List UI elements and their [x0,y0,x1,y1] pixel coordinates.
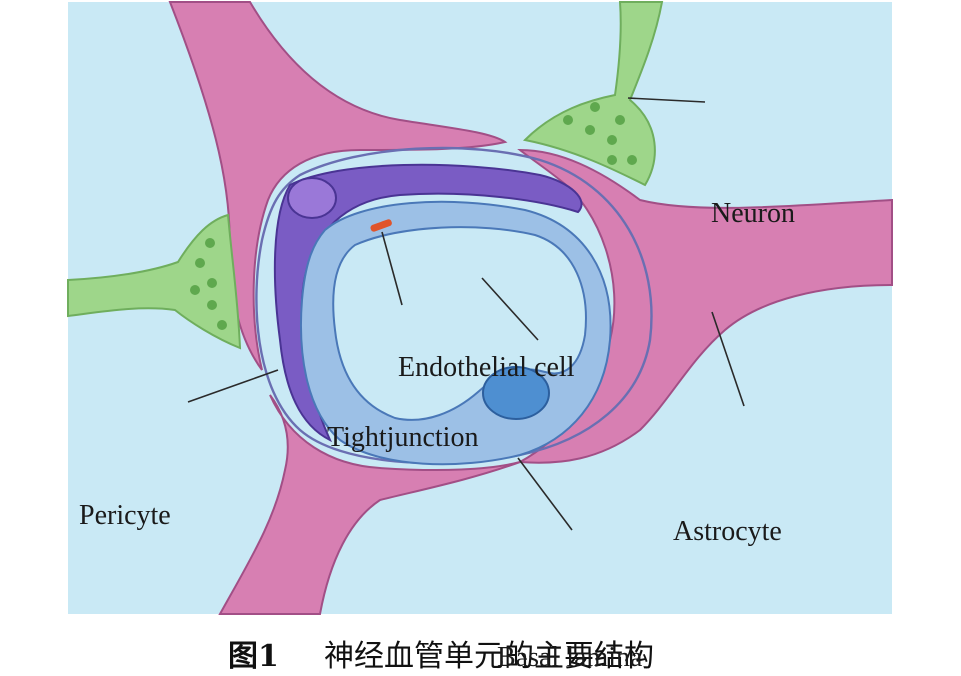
leader-lines [187,97,745,531]
label-astrocyte: Astrocyte [673,516,782,547]
label-basal-lamina: Basal lamina [497,642,643,673]
caption-title: 神经血管单元的主要结构 [324,639,654,674]
label-neuron: Neuron [711,198,795,229]
label-endothelial-cell: Endothelial cell [398,352,575,383]
endothelial-shape [299,200,612,466]
caption-figure-number: 图1 [228,639,279,674]
basal-lamina-ring [255,146,653,465]
nucleus [482,366,550,420]
astrocyte-shape [168,0,893,615]
label-pericyte: Pericyte [79,500,171,531]
label-tight-junction: Tightjunction [327,422,478,453]
tight-junction-marker [370,219,392,232]
neuron-shape [67,1,664,350]
pericyte-shape [273,163,583,443]
